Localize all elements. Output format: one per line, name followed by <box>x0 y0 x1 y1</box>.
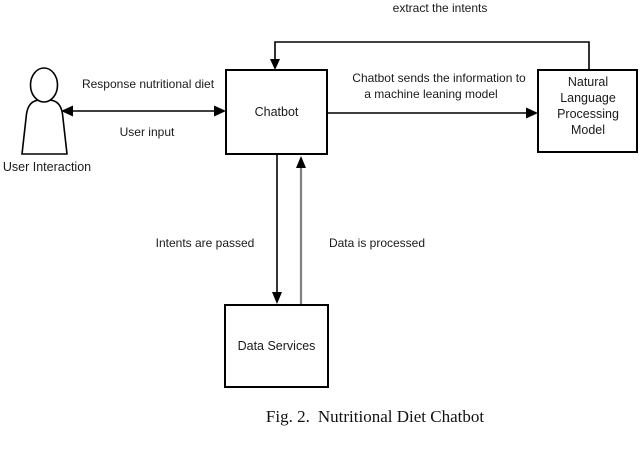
node-data-services: Data Services <box>224 304 329 388</box>
caption-figure-number: Fig. 2. <box>265 407 310 426</box>
edge-label-response-nutritional-diet: Response nutritional diet <box>82 77 215 91</box>
data-services-label: Data Services <box>238 339 316 353</box>
person-head-icon <box>29 67 59 103</box>
figure-caption: Fig. 2. Nutritional Diet Chatbot <box>266 407 484 427</box>
user-interaction-label: User Interaction <box>3 160 91 174</box>
nlp-model-box <box>537 69 638 153</box>
edge-data-services-to-chatbot: Data is processed <box>296 156 425 305</box>
node-user-interaction: User Interaction <box>3 67 91 174</box>
edge-user-chatbot: Response nutritional diet User input <box>61 77 226 139</box>
caption-title: Nutritional Diet Chatbot <box>317 407 485 426</box>
edge-label-user-input: User input <box>120 125 175 139</box>
arrowhead-right-to-chatbot <box>214 105 226 117</box>
arrowhead-into-nlp <box>526 107 538 119</box>
arrowhead-up-into-chatbot <box>296 156 306 168</box>
node-chatbot: Chatbot <box>225 69 328 155</box>
edge-label-chatbot-sends-line2: a machine leaning model <box>364 87 497 101</box>
nlp-label-line4: Model <box>571 123 605 137</box>
nlp-label-line3: Processing <box>557 107 619 121</box>
node-nlp-model: Natural Language Processing Model <box>537 69 638 153</box>
chatbot-label: Chatbot <box>255 105 299 119</box>
edge-label-extract-intents: extract the intents <box>393 1 488 15</box>
edge-chatbot-to-data-services: Intents are passed <box>156 154 282 304</box>
edge-label-chatbot-sends-line1: Chatbot sends the information to <box>352 71 526 85</box>
nlp-label-line1: Natural <box>568 75 608 89</box>
arrowhead-down-into-chatbot <box>270 59 280 70</box>
arrowhead-into-data-services <box>272 292 282 304</box>
nlp-label-line2: Language <box>560 91 616 105</box>
arrowhead-left-to-user <box>61 105 73 117</box>
person-body-icon <box>21 99 68 155</box>
chatbot-box <box>225 69 328 155</box>
data-services-box <box>224 304 329 388</box>
edge-chatbot-to-nlp: Chatbot sends the information to a machi… <box>327 71 538 119</box>
edge-nlp-to-chatbot: extract the intents <box>270 1 590 70</box>
feedback-line <box>274 41 590 70</box>
edge-label-intents-are-passed: Intents are passed <box>156 236 255 250</box>
edge-label-data-is-processed: Data is processed <box>329 236 425 250</box>
